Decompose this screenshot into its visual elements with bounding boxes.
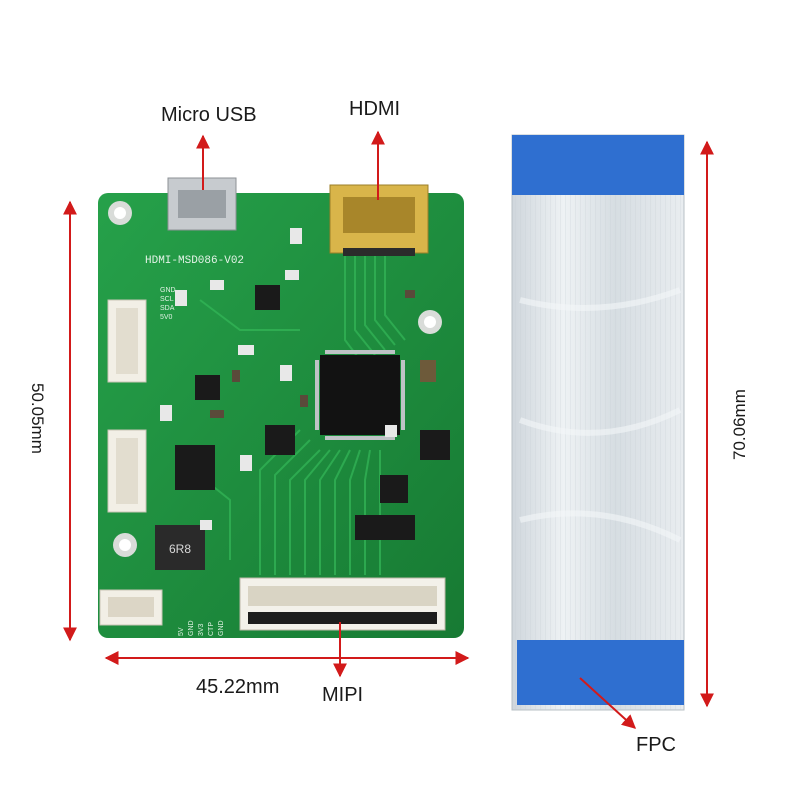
- dimension-arrows: [63, 130, 714, 729]
- fpc-blue-stiffener-bottom: [517, 640, 684, 705]
- label-height: 50.05mm: [28, 383, 47, 454]
- label-width: 45.22mm: [196, 676, 280, 698]
- svg-text:5V0: 5V0: [160, 314, 173, 321]
- inductor: [155, 525, 205, 570]
- svg-text:3V3: 3V3: [198, 623, 205, 636]
- passive-components: [160, 228, 397, 530]
- side-connector-bottom: [107, 429, 147, 513]
- mipi-connector: [239, 577, 446, 631]
- svg-text:GND: GND: [188, 620, 195, 636]
- small-chips: [175, 285, 450, 540]
- main-ic-chip: [320, 355, 400, 435]
- svg-text:GND: GND: [218, 620, 225, 636]
- inductor-marking: 6R8: [169, 542, 191, 556]
- pin-labels-bottom: 5V GND 3V3 CTP GND: [178, 620, 225, 636]
- pcb-board: 6R8 GND SCL SDA 5V0: [98, 177, 464, 638]
- fpc-ribbon-cable: [511, 134, 685, 711]
- svg-text:GND: GND: [160, 287, 176, 294]
- fpc-pointer: [579, 677, 637, 729]
- svg-text:SDA: SDA: [160, 305, 175, 312]
- label-micro-usb: Micro USB: [161, 104, 257, 126]
- micro-usb-port: [167, 177, 237, 231]
- fpc-blue-stiffener-top: [512, 135, 684, 195]
- svg-text:5V: 5V: [178, 627, 185, 636]
- mounting-holes: [108, 201, 442, 557]
- label-mipi: MIPI: [322, 684, 364, 706]
- svg-text:SCL: SCL: [160, 296, 174, 303]
- bottom-small-connector: [99, 589, 163, 626]
- label-hdmi: HDMI: [349, 98, 401, 120]
- pin-labels-top: GND SCL SDA 5V0: [160, 287, 176, 321]
- label-cable-length: 70.06mm: [730, 389, 749, 460]
- side-connector-top: [107, 299, 147, 383]
- board-model-text: HDMI-MSD086-V02: [145, 255, 244, 267]
- svg-text:CTP: CTP: [208, 622, 215, 636]
- label-fpc: FPC: [636, 734, 676, 756]
